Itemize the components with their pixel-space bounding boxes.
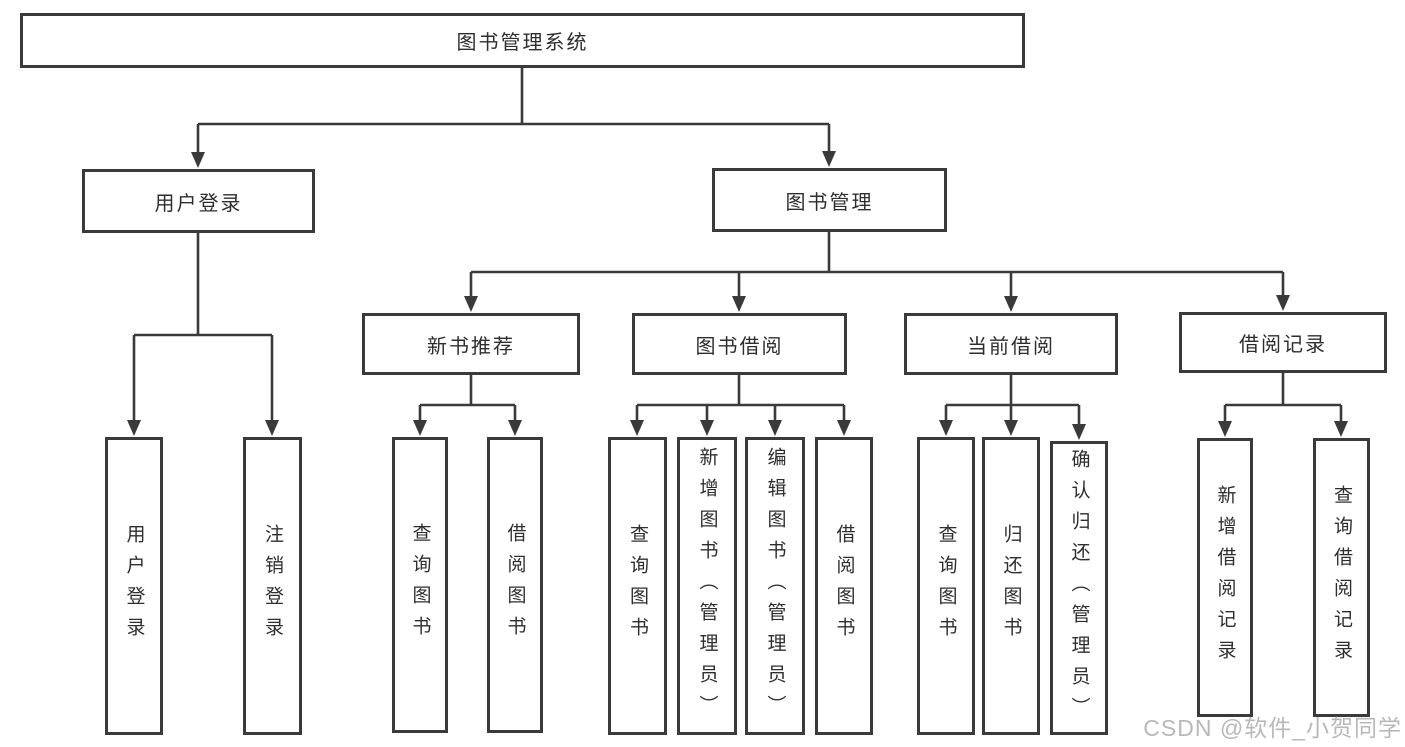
leaf-logout: 注销登录 [243,437,302,735]
arrowheads [127,151,1348,440]
node-new-book-recommend: 新书推荐 [362,313,580,375]
leaf-return-books: 归还图书 [982,437,1040,735]
leaf-query-books-2: 查询图书 [608,437,667,735]
node-root-system: 图书管理系统 [20,13,1025,68]
leaf-add-borrow-record: 新增借阅记录 [1197,438,1253,717]
leaf-query-books-1: 查询图书 [392,437,448,733]
leaf-query-books-3: 查询图书 [917,437,975,735]
node-user-login: 用户登录 [82,169,315,233]
leaf-confirm-return-admin: 确认归还（管理员） [1050,441,1108,735]
leaf-borrow-books-1: 借阅图书 [487,437,543,733]
leaf-edit-books-admin: 编辑图书（管理员） [745,437,805,735]
node-book-management: 图书管理 [712,168,947,232]
node-borrow-records: 借阅记录 [1179,312,1387,373]
leaf-borrow-books-2: 借阅图书 [815,437,873,735]
leaf-user-login: 用户登录 [105,437,163,735]
leaf-add-books-admin: 新增图书（管理员） [677,437,737,735]
csdn-watermark: CSDN @软件_小贺同学 [1143,715,1402,741]
leaf-query-borrow-record: 查询借阅记录 [1313,438,1370,717]
node-current-borrow: 当前借阅 [904,313,1118,375]
node-book-borrow: 图书借阅 [632,313,847,375]
